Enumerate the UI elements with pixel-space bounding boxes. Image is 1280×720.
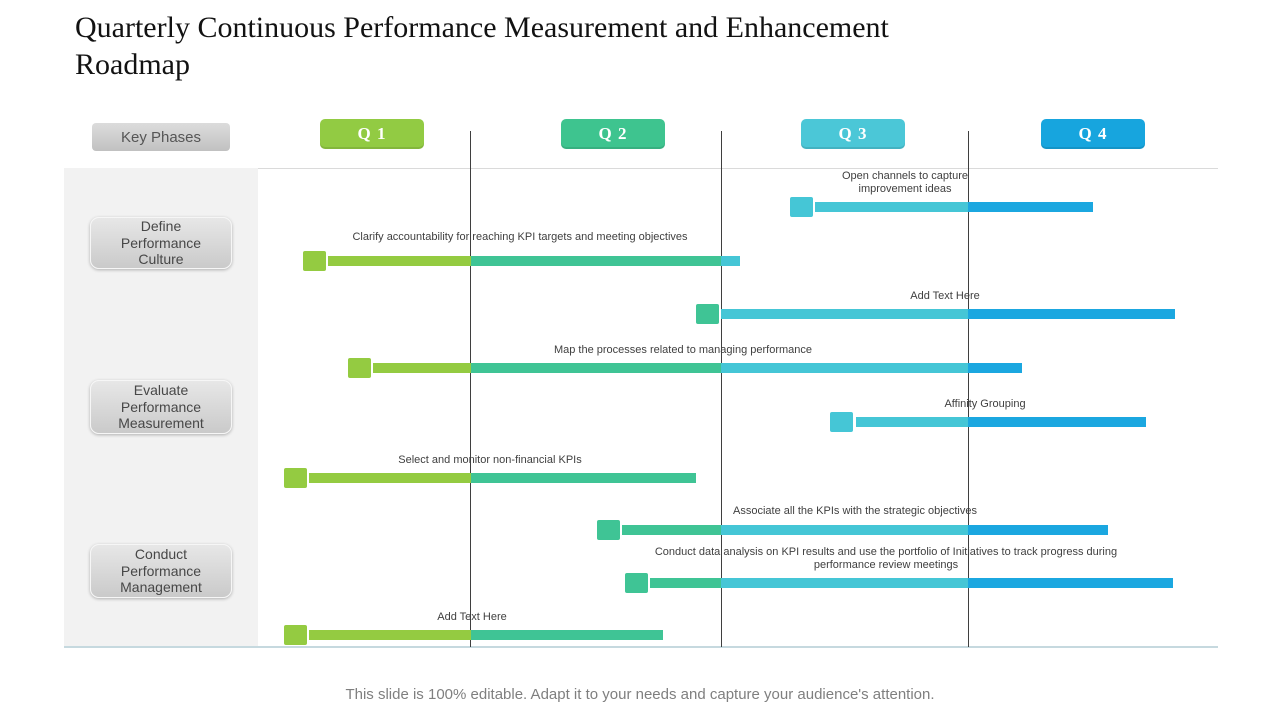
- bar-segment: [721, 309, 968, 319]
- bar-segment: [968, 202, 1093, 212]
- quarter-badge-q3: Q 3: [801, 119, 905, 149]
- bar-segment: [328, 256, 471, 266]
- phase-box-define-performance-culture: Define Performance Culture: [90, 217, 232, 269]
- bar-label: Map the processes related to managing pe…: [553, 344, 813, 356]
- bar-marker: [348, 358, 371, 378]
- bar-marker: [625, 573, 648, 593]
- footer-caption: This slide is 100% editable. Adapt it to…: [345, 686, 935, 703]
- quarter-badge-q4: Q 4: [1041, 119, 1145, 149]
- key-phases-header: Key Phases: [92, 123, 230, 151]
- bar-segment: [309, 630, 471, 640]
- bar-segment: [721, 256, 740, 266]
- bar-label: Add Text Here: [437, 611, 507, 623]
- bar-segment: [650, 578, 721, 588]
- bar-segment: [471, 256, 721, 266]
- bar-label: Affinity Grouping: [944, 398, 1026, 410]
- bar-segment: [471, 473, 696, 483]
- bar-marker: [303, 251, 326, 271]
- chart-bottom-border: [64, 646, 1218, 648]
- quarter-gridline-q1-q2: [470, 131, 471, 647]
- bar-label: Select and monitor non-financial KPIs: [398, 454, 582, 466]
- quarter-gridline-q3-q4: [968, 131, 969, 647]
- bar-marker: [790, 197, 813, 217]
- bar-label: Open channels to capture improvement ide…: [842, 170, 968, 196]
- bar-label: Add Text Here: [910, 290, 980, 302]
- bar-segment: [968, 309, 1175, 319]
- chart-top-border: [258, 168, 1218, 169]
- quarter-gridline-q2-q3: [721, 131, 722, 647]
- bar-segment: [471, 363, 721, 373]
- bar-segment: [471, 630, 663, 640]
- bar-marker: [830, 412, 853, 432]
- quarter-badge-q1: Q 1: [320, 119, 424, 149]
- quarter-badge-q2: Q 2: [561, 119, 665, 149]
- bar-segment: [309, 473, 471, 483]
- bar-segment: [856, 417, 968, 427]
- bar-label: Conduct data analysis on KPI results and…: [654, 546, 1118, 572]
- bar-segment: [968, 525, 1108, 535]
- bar-segment: [373, 363, 471, 373]
- bar-label: Clarify accountability for reaching KPI …: [352, 231, 688, 243]
- bar-segment: [968, 363, 1022, 373]
- bar-segment: [815, 202, 968, 212]
- bar-segment: [968, 417, 1146, 427]
- bar-marker: [597, 520, 620, 540]
- bar-marker: [284, 468, 307, 488]
- bar-segment: [968, 578, 1173, 588]
- page-title: Quarterly Continuous Performance Measure…: [75, 11, 889, 81]
- bar-segment: [721, 363, 968, 373]
- phase-box-conduct-performance-management: Conduct Performance Management: [90, 544, 232, 598]
- bar-segment: [721, 525, 968, 535]
- phase-box-evaluate-performance-measurement: Evaluate Performance Measurement: [90, 380, 232, 434]
- bar-marker: [284, 625, 307, 645]
- bar-label: Associate all the KPIs with the strategi…: [733, 505, 977, 517]
- bar-marker: [696, 304, 719, 324]
- bar-segment: [622, 525, 721, 535]
- bar-segment: [721, 578, 968, 588]
